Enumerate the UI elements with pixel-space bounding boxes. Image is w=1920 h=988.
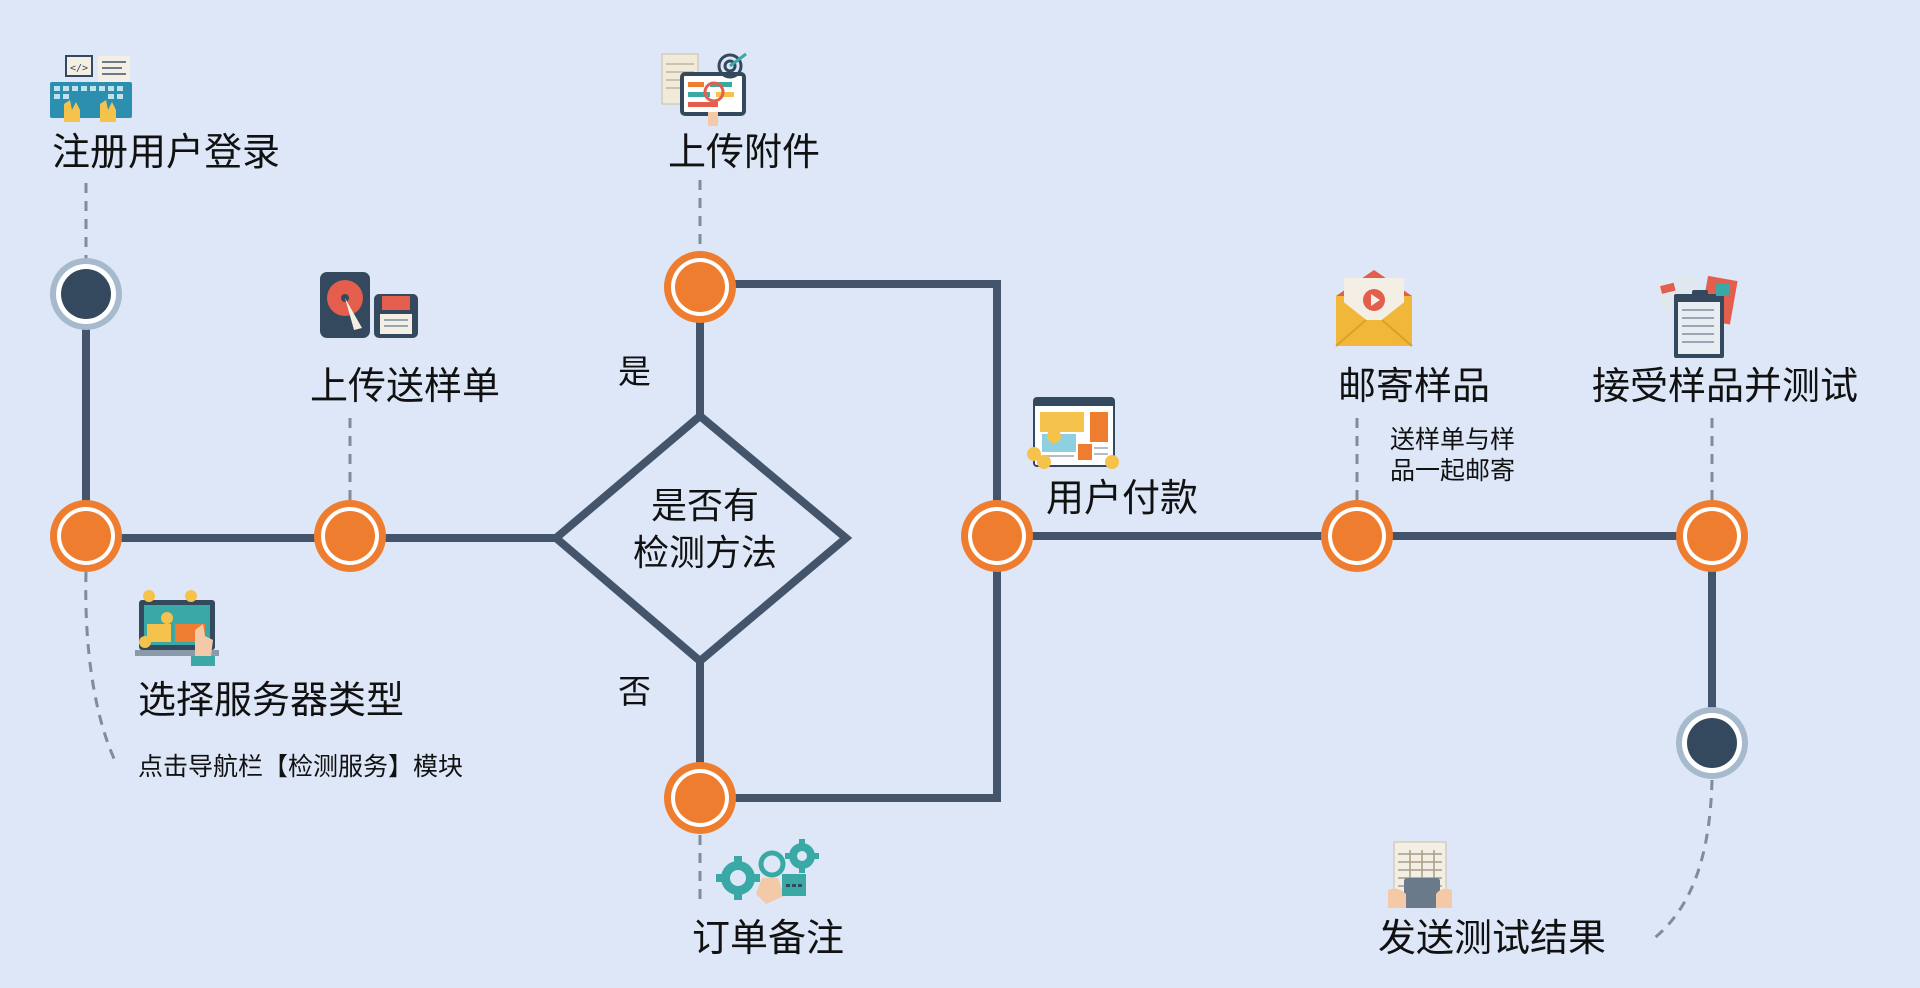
nodes xyxy=(50,251,1748,834)
node-payment xyxy=(961,500,1033,572)
svg-text:</>: </> xyxy=(70,63,88,74)
decision-label: 是否有 检测方法 xyxy=(600,484,810,578)
keyboard-icon: </> xyxy=(50,55,132,122)
label-mail-sample: 邮寄样品 xyxy=(1338,364,1491,408)
start-node xyxy=(50,258,122,330)
dash-results-curve xyxy=(1651,779,1714,942)
flow-lines xyxy=(82,280,1716,802)
disk-icon xyxy=(320,272,418,338)
line-yes-branch xyxy=(700,280,1001,538)
label-yes: 是 xyxy=(618,352,651,391)
label-upload-sample-sheet: 上传送样单 xyxy=(310,364,501,408)
label-no: 否 xyxy=(618,672,651,711)
label-upload-attachment: 上传附件 xyxy=(668,130,821,174)
node-receive xyxy=(1676,500,1748,572)
node-order-remark xyxy=(664,762,736,834)
label-mail-hint-line2: 品一起邮寄 xyxy=(1390,456,1516,486)
label-mail-hint: 送样单与样 品一起邮寄 xyxy=(1390,424,1515,487)
node-upload-sheet xyxy=(314,500,386,572)
label-user-payment: 用户付款 xyxy=(1046,476,1199,520)
decision-line2: 检测方法 xyxy=(632,532,777,574)
node-mail xyxy=(1321,500,1393,572)
label-receive-test: 接受样品并测试 xyxy=(1592,364,1859,408)
label-select-server-type: 选择服务器类型 xyxy=(138,678,405,722)
document-search-icon xyxy=(661,52,747,126)
clipboard-icon xyxy=(1655,273,1738,358)
line-no-branch xyxy=(700,538,1001,802)
label-register-login: 注册用户登录 xyxy=(52,130,281,174)
end-node xyxy=(1676,707,1748,779)
envelope-icon xyxy=(1335,270,1413,347)
payment-laptop-icon xyxy=(135,590,219,666)
gears-icon xyxy=(716,839,819,904)
browser-payment-icon xyxy=(1027,397,1119,469)
label-select-hint: 点击导航栏【检测服务】模块 xyxy=(138,752,464,781)
label-send-results: 发送测试结果 xyxy=(1378,916,1607,960)
calculator-icon xyxy=(1388,841,1452,908)
node-upload-attachment xyxy=(664,251,736,323)
dash-select-curve xyxy=(84,571,119,766)
label-order-remark: 订单备注 xyxy=(692,916,845,960)
node-select xyxy=(50,500,122,572)
dashed-connectors xyxy=(84,180,1714,942)
decision-line1: 是否有 xyxy=(650,486,759,527)
label-mail-hint-line1: 送样单与样 xyxy=(1390,425,1516,454)
